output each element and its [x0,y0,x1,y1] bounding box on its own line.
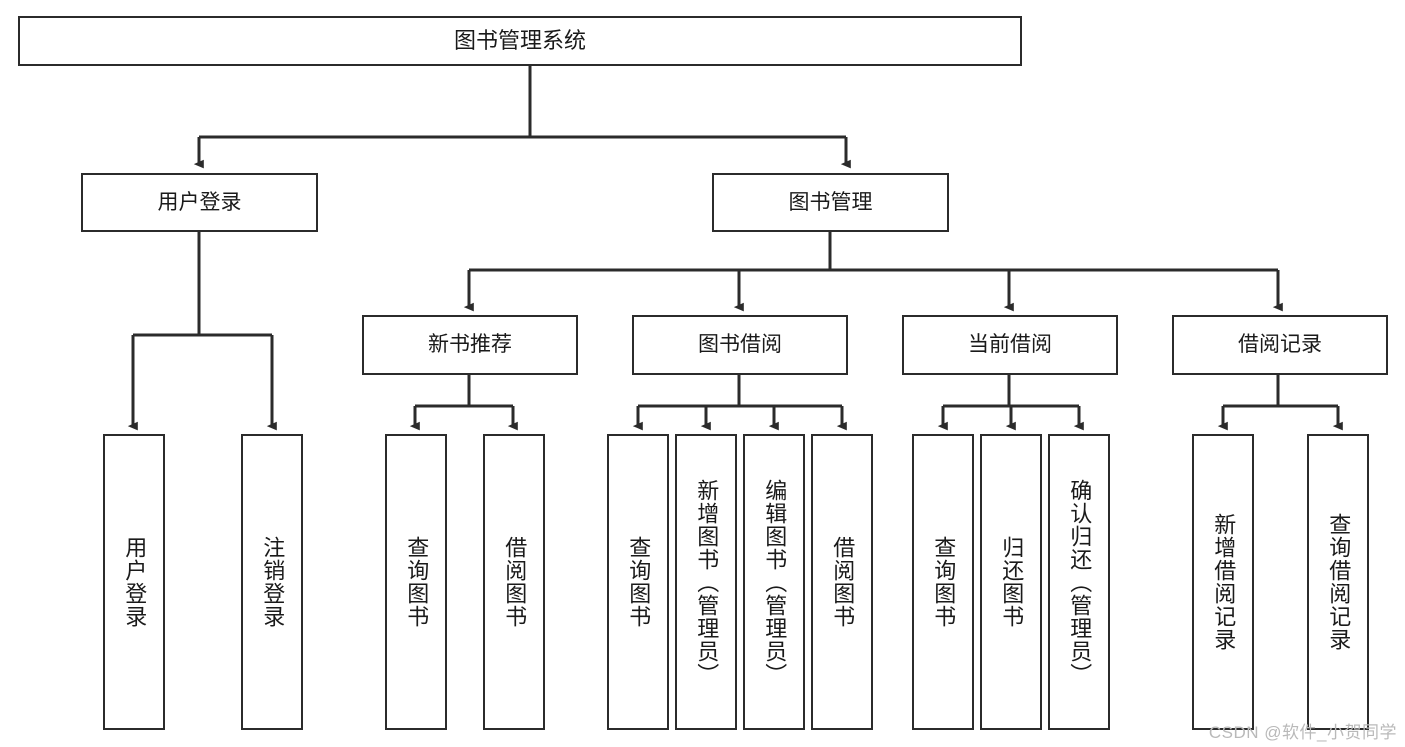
node-leaf-query-record[interactable]: 查询借阅记录 [1307,434,1369,730]
node-leaf-borrow-book-2-label: 借阅图书 [830,536,856,628]
node-current-borrow[interactable]: 当前借阅 [902,315,1118,375]
node-current-borrow-label: 当前借阅 [968,333,1052,357]
node-leaf-add-book[interactable]: 新增图书（管理员） [675,434,737,730]
node-leaf-add-record-label: 新增借阅记录 [1211,513,1237,651]
node-leaf-add-book-label: 新增图书（管理员） [694,478,720,686]
node-leaf-query-record-label: 查询借阅记录 [1326,513,1352,651]
node-leaf-user-logout-label: 注销登录 [260,536,286,628]
node-leaf-query-book-1-label: 查询图书 [404,536,430,628]
node-root-label: 图书管理系统 [453,27,586,53]
node-borrow-record[interactable]: 借阅记录 [1172,315,1388,375]
node-leaf-confirm-return[interactable]: 确认归还（管理员） [1048,434,1110,730]
node-new-book-recommend-label: 新书推荐 [428,333,512,357]
node-book-borrow-label: 图书借阅 [698,333,782,357]
node-leaf-user-login-label: 用户登录 [122,536,148,628]
node-leaf-edit-book[interactable]: 编辑图书（管理员） [743,434,805,730]
node-leaf-borrow-book-2[interactable]: 借阅图书 [811,434,873,730]
node-root[interactable]: 图书管理系统 [18,16,1022,66]
node-leaf-query-book-3-label: 查询图书 [931,536,957,628]
node-leaf-add-record[interactable]: 新增借阅记录 [1192,434,1254,730]
node-leaf-query-book-2-label: 查询图书 [626,536,652,628]
node-leaf-query-book-2[interactable]: 查询图书 [607,434,669,730]
node-leaf-user-logout[interactable]: 注销登录 [241,434,303,730]
node-leaf-query-book-3[interactable]: 查询图书 [912,434,974,730]
node-book-management[interactable]: 图书管理 [712,173,949,232]
node-leaf-user-login[interactable]: 用户登录 [103,434,165,730]
node-leaf-confirm-return-label: 确认归还（管理员） [1067,478,1093,686]
node-borrow-record-label: 借阅记录 [1238,333,1322,357]
node-user-login-label: 用户登录 [157,190,242,214]
node-book-management-label: 图书管理 [788,190,873,214]
node-leaf-borrow-book-1[interactable]: 借阅图书 [483,434,545,730]
node-user-login[interactable]: 用户登录 [81,173,318,232]
node-new-book-recommend[interactable]: 新书推荐 [362,315,578,375]
node-leaf-return-book-label: 归还图书 [999,536,1025,628]
node-book-borrow[interactable]: 图书借阅 [632,315,848,375]
node-leaf-borrow-book-1-label: 借阅图书 [502,536,528,628]
node-leaf-return-book[interactable]: 归还图书 [980,434,1042,730]
node-leaf-query-book-1[interactable]: 查询图书 [385,434,447,730]
node-leaf-edit-book-label: 编辑图书（管理员） [762,478,788,686]
